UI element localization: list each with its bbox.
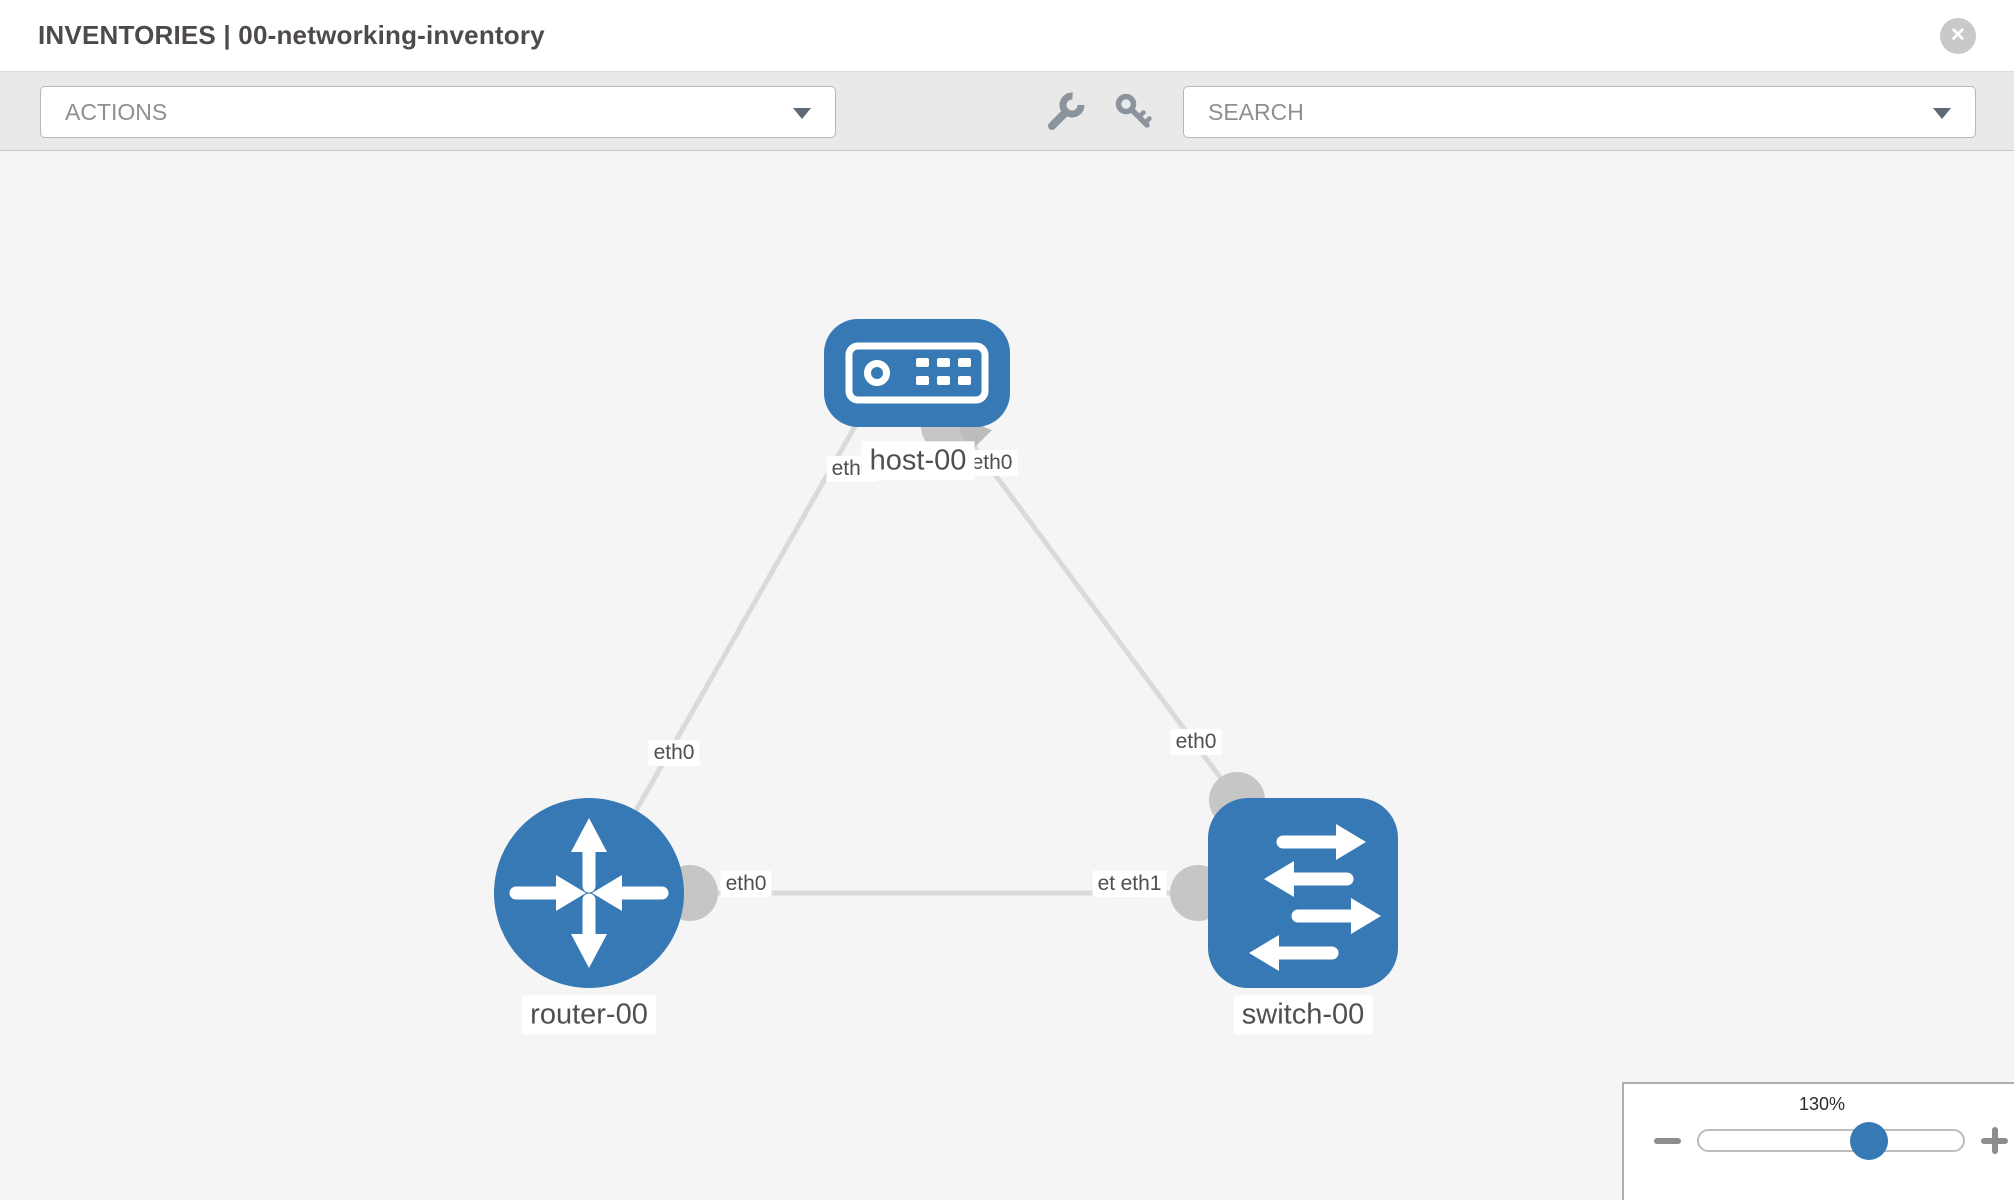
interface-label: eth0 [648,739,700,767]
page-title: INVENTORIES | 00-networking-inventory [38,20,545,50]
zoom-in-plus-icon[interactable] [1981,1127,2008,1154]
chevron-down-icon [1933,108,1951,119]
node-label-host: host-00 [861,441,975,481]
close-button[interactable]: ✕ [1940,17,1976,54]
interface-label: eth0 [966,449,1018,477]
actions-dropdown[interactable]: ACTIONS [40,86,836,138]
zoom-slider-thumb[interactable] [1850,1121,1889,1160]
switch-icon [1249,824,1381,971]
wrench-handle [1048,108,1070,130]
search-dropdown[interactable]: SEARCH [1183,86,1976,138]
search-input: SEARCH [1208,98,1304,125]
close-icon: ✕ [1950,25,1966,46]
key-tooth [1136,110,1146,120]
node-host[interactable] [824,319,1010,427]
key-ring [1115,93,1137,115]
plus-bar [1991,1127,1998,1154]
zoom-slider[interactable] [1697,1121,1965,1160]
interface-label: eth0 [720,870,772,898]
interface-label: eth0 [1170,728,1222,756]
actions-dropdown-label: ACTIONS [65,98,168,125]
host-icon [845,342,989,404]
zoom-level-value: 130% [1798,1094,1846,1114]
key-tooth [1142,116,1152,126]
node-router[interactable] [494,798,684,988]
wrench-head [1059,92,1085,118]
node-label-switch: switch-00 [1233,995,1373,1035]
header: INVENTORIES | 00-networking-inventory ✕ [0,0,2014,72]
wrench-icon[interactable] [1044,90,1088,134]
chevron-down-icon [793,108,811,119]
key-icon[interactable] [1112,90,1156,134]
topology-svg [494,319,1398,988]
zoom-control-panel: 130% [1622,1082,2014,1200]
node-label-router: router-00 [522,995,656,1035]
topology-canvas[interactable]: eth0 eth0 eth0 eth0 eth0 eth0 eth1 host-… [0,152,2014,1200]
node-switch[interactable] [1208,798,1398,988]
toolbar: ACTIONS SEARCH [0,72,2014,151]
interface-label: eth1 [1115,870,1167,898]
zoom-slider-row [1624,1121,2014,1160]
zoom-out-minus-icon[interactable] [1654,1137,1681,1144]
router-icon [509,818,669,968]
